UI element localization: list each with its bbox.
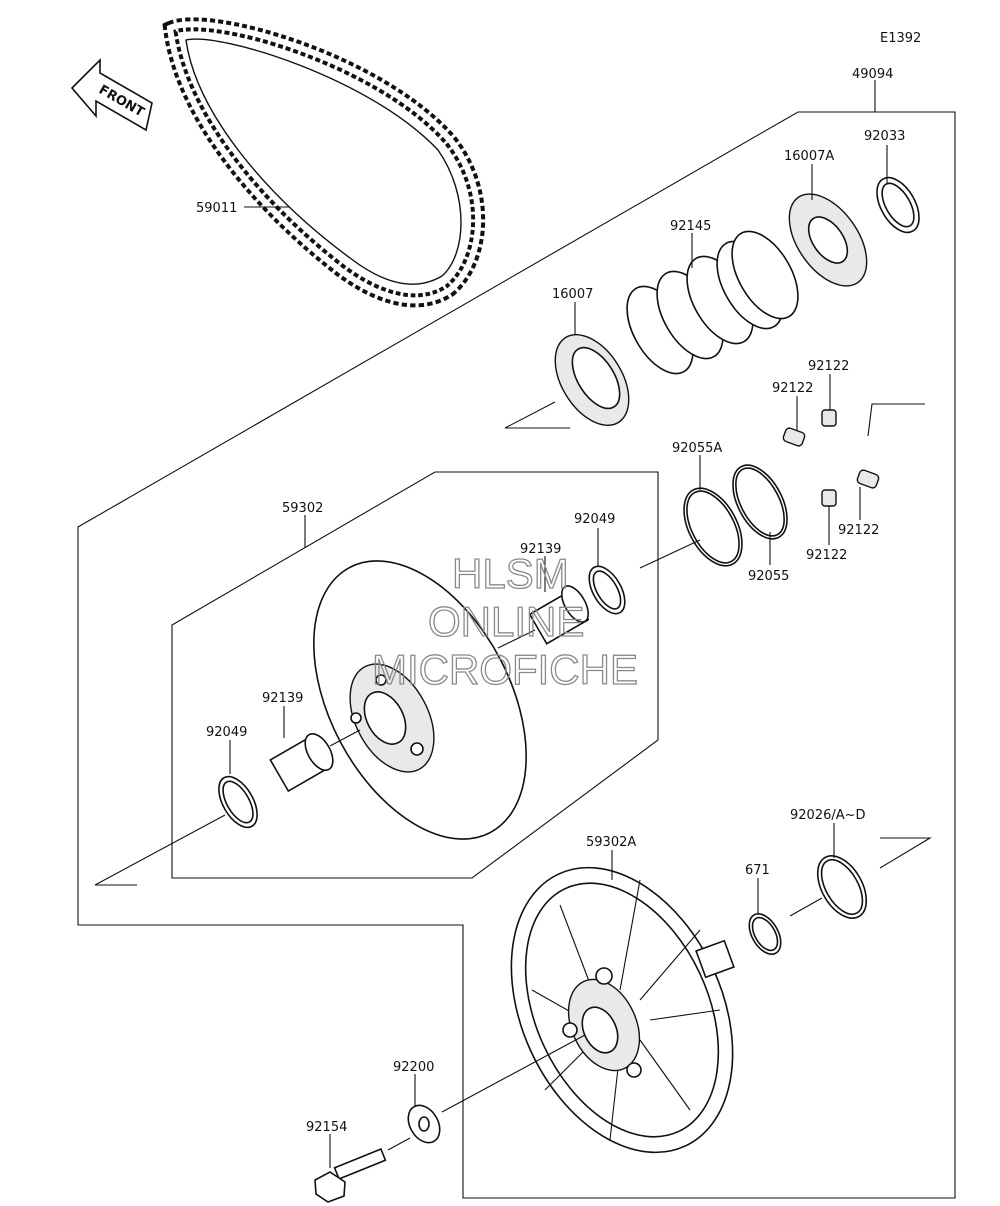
leader-lines <box>229 80 888 1168</box>
label-bushing-outer[interactable]: 92139 <box>262 691 303 706</box>
label-oring-b[interactable]: 92055 <box>748 569 789 584</box>
label-bolt[interactable]: 92154 <box>306 1120 347 1135</box>
label-cam[interactable]: 16007A <box>784 149 834 164</box>
slider-3[interactable] <box>821 489 837 507</box>
bolt[interactable] <box>314 1148 387 1203</box>
label-slider-3[interactable]: 92122 <box>838 523 879 538</box>
label-cam-lower[interactable]: 16007 <box>552 287 593 302</box>
diagram-code: E1392 <box>880 31 921 46</box>
label-bushing-inner[interactable]: 92139 <box>520 542 561 557</box>
label-shim[interactable]: 92026/A~D <box>790 808 866 823</box>
watermark-line-3: MICROFICHE <box>372 646 638 693</box>
bushing-inner[interactable] <box>528 582 594 645</box>
label-assembly[interactable]: 49094 <box>852 67 893 82</box>
label-spring[interactable]: 92145 <box>670 219 711 234</box>
label-slider-4[interactable]: 92122 <box>806 548 847 563</box>
movable-sheave[interactable] <box>270 525 570 874</box>
label-seal-inner[interactable]: 92049 <box>574 512 615 527</box>
slider-4[interactable] <box>856 469 880 489</box>
cam-lower[interactable] <box>540 322 644 439</box>
label-sheave-movable[interactable]: 59302 <box>282 501 323 516</box>
watermark-line-1: HLSM <box>452 550 569 597</box>
watermark-line-2: ONLINE <box>428 598 584 645</box>
bushing-outer[interactable] <box>269 729 338 793</box>
label-slider-2[interactable]: 92122 <box>772 381 813 396</box>
sub-assembly-outline <box>171 471 659 879</box>
slider-1[interactable] <box>782 427 806 447</box>
cam-upper[interactable] <box>774 180 883 300</box>
watermark: HLSM ONLINE MICROFICHE <box>371 549 638 693</box>
fixed-sheave[interactable] <box>468 832 776 1188</box>
assembly-outline <box>77 111 956 1199</box>
torsion-spring[interactable] <box>613 220 811 384</box>
part-labels: 59011 49094 92033 16007A 92145 16007 921… <box>196 67 905 1135</box>
label-snap-ring[interactable]: 671 <box>745 863 770 878</box>
label-sheave-fixed[interactable]: 59302A <box>586 835 636 850</box>
label-belt[interactable]: 59011 <box>196 201 237 216</box>
drive-belt[interactable] <box>162 17 486 308</box>
label-oring-a[interactable]: 92055A <box>672 441 722 456</box>
front-arrow-icon: FRONT <box>70 58 153 132</box>
label-slider-1[interactable]: 92122 <box>808 359 849 374</box>
label-seal-outer[interactable]: 92049 <box>206 725 247 740</box>
label-ring-top[interactable]: 92033 <box>864 129 905 144</box>
slider-2[interactable] <box>821 409 837 427</box>
label-washer[interactable]: 92200 <box>393 1060 434 1075</box>
